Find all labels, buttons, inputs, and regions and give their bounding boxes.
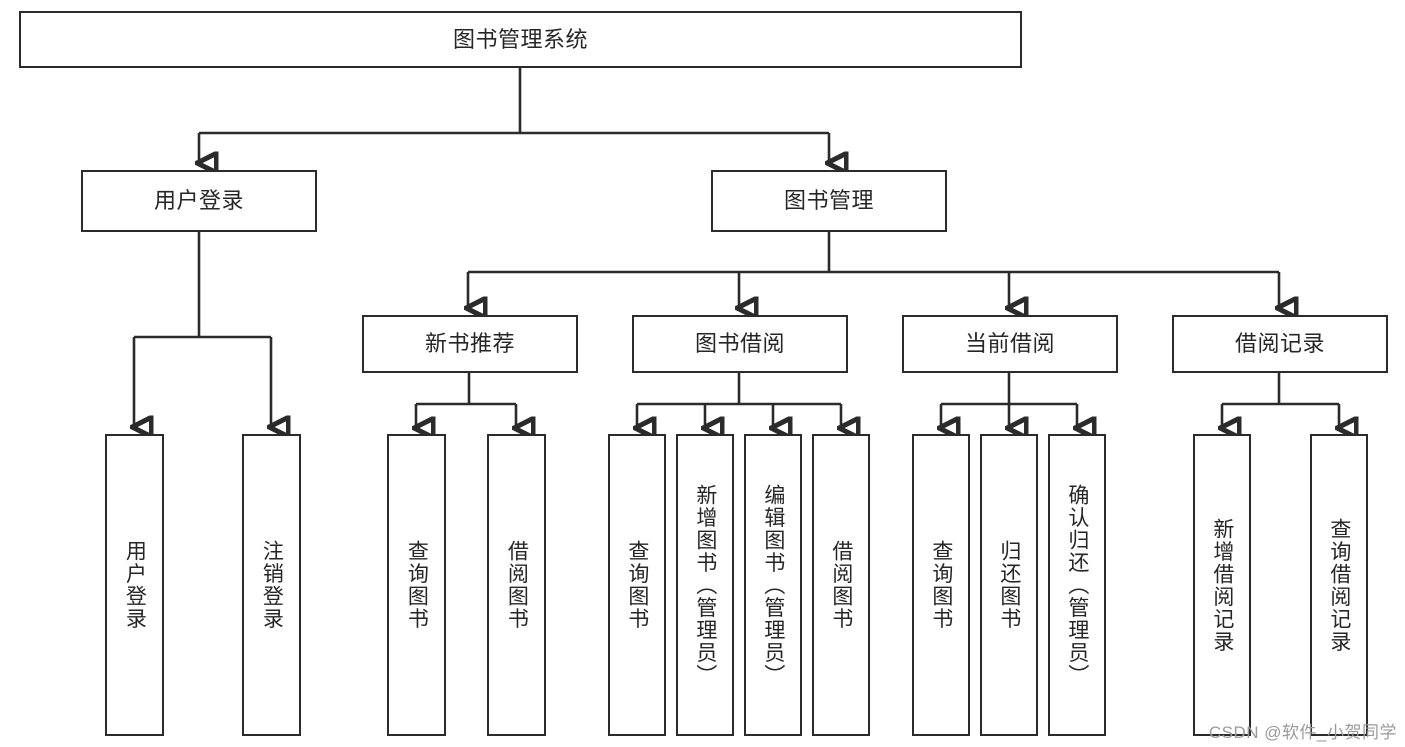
leaf-label: 编辑图书（管理员） <box>761 483 785 687</box>
node-root-label: 图书管理系统 <box>452 26 588 52</box>
node-user-login[interactable]: 用户登录 <box>81 170 317 232</box>
leaf-current-borrow-query[interactable]: 查询图书 <box>912 434 970 736</box>
leaf-borrow-record-add[interactable]: 新增借阅记录 <box>1193 434 1251 736</box>
leaf-book-borrow-add[interactable]: 新增图书（管理员） <box>676 434 734 736</box>
leaf-label: 查询借阅记录 <box>1327 517 1351 653</box>
leaf-borrow-record-query[interactable]: 查询借阅记录 <box>1310 434 1368 736</box>
leaf-label: 确认归还（管理员） <box>1065 483 1089 687</box>
node-root[interactable]: 图书管理系统 <box>19 11 1022 68</box>
leaf-new-book-query[interactable]: 查询图书 <box>387 434 446 736</box>
node-new-book-recommend[interactable]: 新书推荐 <box>362 315 578 373</box>
leaf-label: 查询图书 <box>405 540 429 630</box>
leaf-label: 用户登录 <box>123 540 147 630</box>
leaf-book-borrow-borrow[interactable]: 借阅图书 <box>812 434 870 736</box>
node-book-management[interactable]: 图书管理 <box>711 170 947 232</box>
leaf-label: 查询图书 <box>929 540 953 630</box>
node-borrow-record[interactable]: 借阅记录 <box>1172 315 1388 373</box>
leaf-label: 新增图书（管理员） <box>693 483 717 687</box>
node-book-borrow[interactable]: 图书借阅 <box>632 315 848 373</box>
leaf-new-book-borrow[interactable]: 借阅图书 <box>487 434 546 736</box>
leaf-current-borrow-return[interactable]: 归还图书 <box>980 434 1038 736</box>
leaf-label: 查询图书 <box>625 540 649 630</box>
leaf-current-borrow-confirm-return[interactable]: 确认归还（管理员） <box>1048 434 1106 736</box>
leaf-label: 归还图书 <box>997 540 1021 630</box>
watermark: CSDN @软件_小贺同学 <box>1208 723 1397 742</box>
leaf-label: 借阅图书 <box>505 540 529 630</box>
leaf-book-borrow-query[interactable]: 查询图书 <box>608 434 666 736</box>
node-book-borrow-label: 图书借阅 <box>694 331 785 357</box>
leaf-book-borrow-edit[interactable]: 编辑图书（管理员） <box>744 434 802 736</box>
leaf-user-login-login[interactable]: 用户登录 <box>105 434 164 736</box>
leaf-label: 借阅图书 <box>829 540 853 630</box>
node-new-book-recommend-label: 新书推荐 <box>424 331 515 357</box>
node-borrow-record-label: 借阅记录 <box>1234 331 1325 357</box>
leaf-user-login-logout[interactable]: 注销登录 <box>242 434 301 736</box>
leaf-label: 新增借阅记录 <box>1210 517 1234 653</box>
leaf-label: 注销登录 <box>260 540 284 630</box>
node-book-management-label: 图书管理 <box>783 188 874 214</box>
node-current-borrow[interactable]: 当前借阅 <box>902 315 1118 373</box>
node-user-login-label: 用户登录 <box>153 188 244 214</box>
node-current-borrow-label: 当前借阅 <box>964 331 1055 357</box>
